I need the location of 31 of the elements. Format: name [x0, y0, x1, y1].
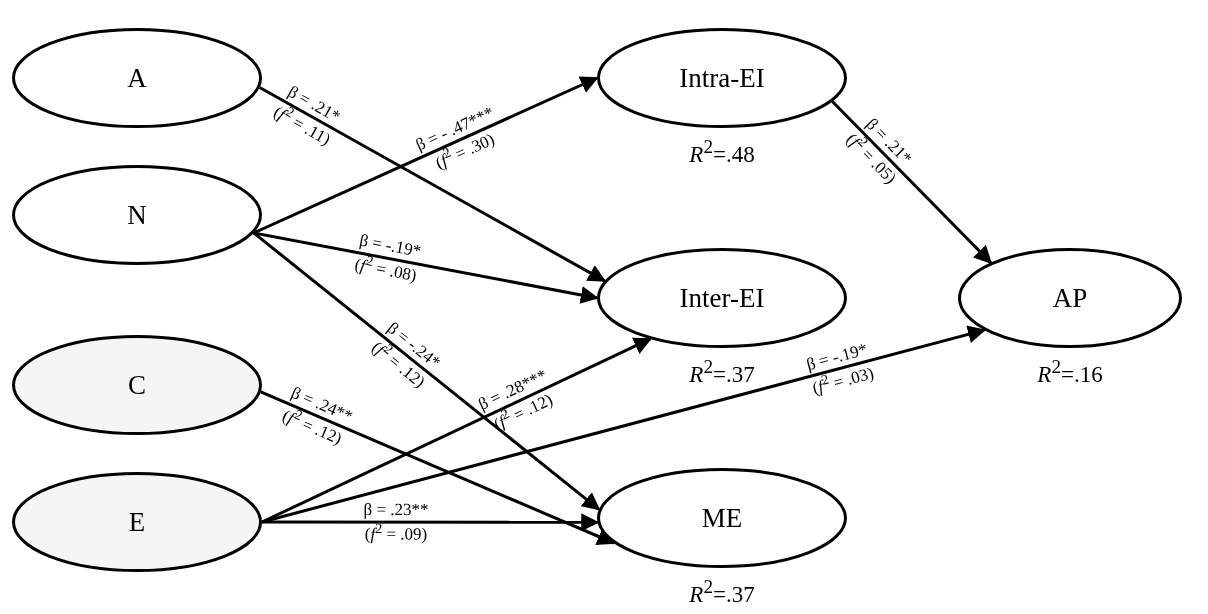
edge-label: β = .23** (f$^{2}$ = .09)	[363, 499, 429, 546]
ellipse-node	[597, 468, 847, 568]
node-label: C	[128, 369, 146, 401]
arrow	[261, 325, 986, 524]
edge-label: β = -.19* (f$^{2}$ = .03)	[803, 338, 876, 399]
r-squared-label: R$^{2}$=.37	[689, 576, 755, 608]
node-label: E	[128, 506, 146, 538]
ellipse-node	[597, 28, 847, 128]
node-label: Intra-EI	[679, 62, 765, 94]
edge-label: β = .24** (f$^{2}$ = .12)	[278, 382, 357, 451]
r-squared-label: R$^{2}$=.16	[1037, 356, 1103, 388]
arrow	[252, 231, 601, 511]
arrow	[260, 390, 616, 545]
arrow	[831, 100, 993, 264]
ellipse-node	[12, 472, 262, 572]
arrow	[253, 231, 599, 304]
arrow	[253, 76, 599, 235]
ellipse-node	[12, 335, 262, 435]
arrow	[262, 513, 600, 532]
ellipse-node	[12, 165, 262, 265]
edge-label: β = -.19* (f$^{2}$ = .08)	[352, 229, 423, 287]
ellipse-node	[12, 28, 262, 128]
node-label: N	[127, 199, 147, 231]
r-squared-label: R$^{2}$=.37	[689, 356, 755, 388]
r-squared-label: R$^{2}$=.48	[689, 136, 755, 168]
node-label: Inter-EI	[679, 282, 765, 314]
arrow	[258, 86, 607, 283]
node-label: AP	[1052, 282, 1088, 314]
ellipse-node	[958, 248, 1182, 348]
node-label: ME	[701, 502, 743, 534]
node-label: A	[127, 62, 147, 94]
